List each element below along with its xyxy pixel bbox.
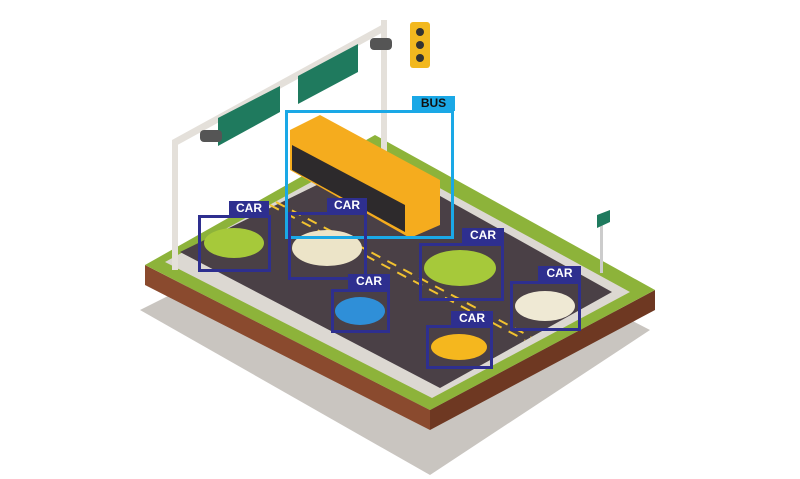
detection-label: CAR	[462, 228, 504, 244]
detection-label: CAR	[229, 201, 269, 216]
bounding-box	[331, 289, 390, 333]
car	[424, 250, 496, 286]
traffic-light-lamp	[416, 28, 424, 36]
bounding-box	[198, 215, 271, 272]
gantry-pole	[172, 140, 178, 270]
detection-label: CAR	[348, 274, 390, 290]
detection-label: BUS	[412, 96, 455, 111]
sign-post	[600, 225, 603, 273]
car	[335, 297, 385, 325]
car	[292, 230, 362, 266]
bounding-box	[419, 243, 504, 301]
bounding-box	[288, 212, 367, 280]
bounding-box	[510, 281, 581, 331]
detection-label: CAR	[327, 198, 367, 213]
platform-soil-left	[145, 265, 430, 430]
bounding-box	[285, 110, 454, 239]
bounding-box	[426, 325, 493, 369]
road-sign	[218, 86, 280, 146]
car	[515, 291, 575, 321]
car	[431, 334, 487, 360]
platform-soil-right	[430, 290, 655, 430]
detection-label: CAR	[451, 311, 493, 326]
camera-icon	[200, 130, 222, 142]
traffic-light-lamp	[416, 41, 424, 49]
bus-windows	[292, 145, 405, 232]
detection-label: CAR	[538, 266, 581, 282]
gantry-pole	[381, 20, 387, 160]
car	[204, 228, 264, 258]
road-sign	[298, 44, 358, 104]
traffic-light-lamp	[416, 54, 424, 62]
camera-icon	[370, 38, 392, 50]
small-sign	[597, 210, 610, 228]
